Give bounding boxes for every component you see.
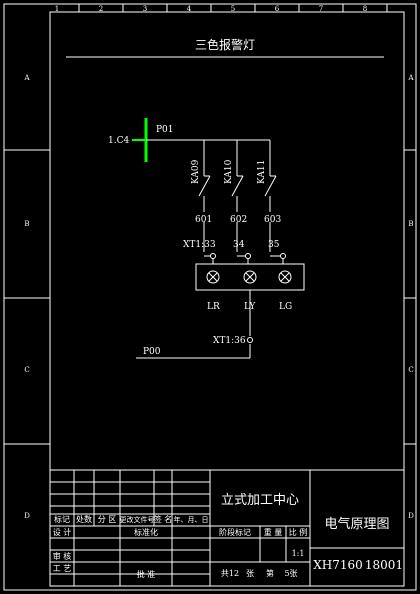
sheet-unit: 张 — [246, 569, 254, 578]
page-number: 5张 — [284, 569, 297, 578]
drawing-code: 18001 — [365, 558, 403, 572]
row-label-process: 工 艺 — [53, 564, 72, 573]
top-mark-5: 5 — [231, 5, 235, 13]
rev-header-count: 处数 — [76, 514, 92, 524]
rev-header-zone: 分 区 — [98, 515, 117, 524]
row-label-approve: 批 准 — [137, 569, 156, 579]
row-label-design: 设 计 — [53, 527, 72, 537]
top-mark-1: 1 — [55, 5, 59, 13]
terminal-label-36: XT1:36 — [213, 336, 246, 346]
left-mark-d: D — [24, 512, 30, 520]
rev-header-doc: 更改文件号 — [120, 515, 155, 524]
lamp-label-green: LG — [279, 302, 292, 312]
rev-header-date: 年、月、日 — [174, 515, 209, 524]
outer-frame — [3, 3, 417, 591]
terminal-label-33: XT1:33 — [183, 240, 216, 250]
title-block-grid — [49, 469, 405, 587]
diagram-title: 三色报警灯 — [195, 37, 255, 52]
top-mark-7: 7 — [319, 5, 323, 13]
stage-header-weight: 重 量 — [264, 527, 283, 537]
relay-label-ka09: KA09 — [191, 159, 201, 184]
wire-label-602: 602 — [230, 215, 247, 225]
terminal-label-35: 35 — [268, 240, 280, 250]
top-mark-8: 8 — [363, 5, 367, 13]
page-label: 第 — [266, 568, 274, 578]
drawing-number: XH7160 — [313, 558, 363, 572]
left-mark-b: B — [24, 220, 29, 228]
left-zone-ruler — [4, 149, 50, 445]
rev-header-sign: 签 名 — [154, 514, 173, 524]
top-mark-4: 4 — [187, 5, 192, 13]
terminal-points — [210, 253, 286, 259]
right-mark-d: D — [408, 512, 414, 520]
top-mark-6: 6 — [275, 5, 280, 13]
lamp-label-red: LR — [207, 302, 220, 312]
terminal-point-36 — [247, 337, 253, 343]
sheet-total: 共12 — [221, 569, 239, 578]
return-wire-label: P00 — [143, 347, 161, 357]
row-label-review: 审 核 — [53, 551, 72, 561]
stage-header-scale: 比 例 — [289, 527, 308, 537]
drawing-name: 电气原理图 — [324, 516, 389, 532]
left-mark-a: A — [23, 74, 30, 82]
supply-ref-label: 1.C4 — [108, 136, 129, 146]
machine-name: 立式加工中心 — [221, 493, 299, 508]
right-mark-c: C — [408, 366, 413, 374]
stage-header-mark: 阶段标记 — [219, 527, 251, 537]
top-mark-3: 3 — [143, 5, 147, 13]
right-mark-a: A — [407, 74, 414, 82]
scale-value: 1:1 — [292, 549, 305, 558]
top-mark-2: 2 — [99, 5, 103, 13]
wire-label-601: 601 — [195, 215, 212, 225]
wire-label-603: 603 — [264, 215, 281, 225]
top-zone-ruler — [78, 4, 388, 12]
right-zone-ruler — [404, 149, 416, 445]
return-path — [136, 290, 251, 359]
left-mark-c: C — [24, 366, 29, 374]
right-mark-b: B — [408, 220, 413, 228]
terminal-label-34: 34 — [233, 240, 245, 250]
relay-label-ka11: KA11 — [257, 160, 267, 184]
row-label-standard: 标准化 — [134, 527, 158, 537]
lamp-symbols — [206, 270, 292, 284]
relay-label-ka10: KA10 — [224, 159, 234, 184]
rev-header-mark: 标记 — [54, 514, 70, 524]
supply-wire-label: P01 — [156, 125, 174, 135]
